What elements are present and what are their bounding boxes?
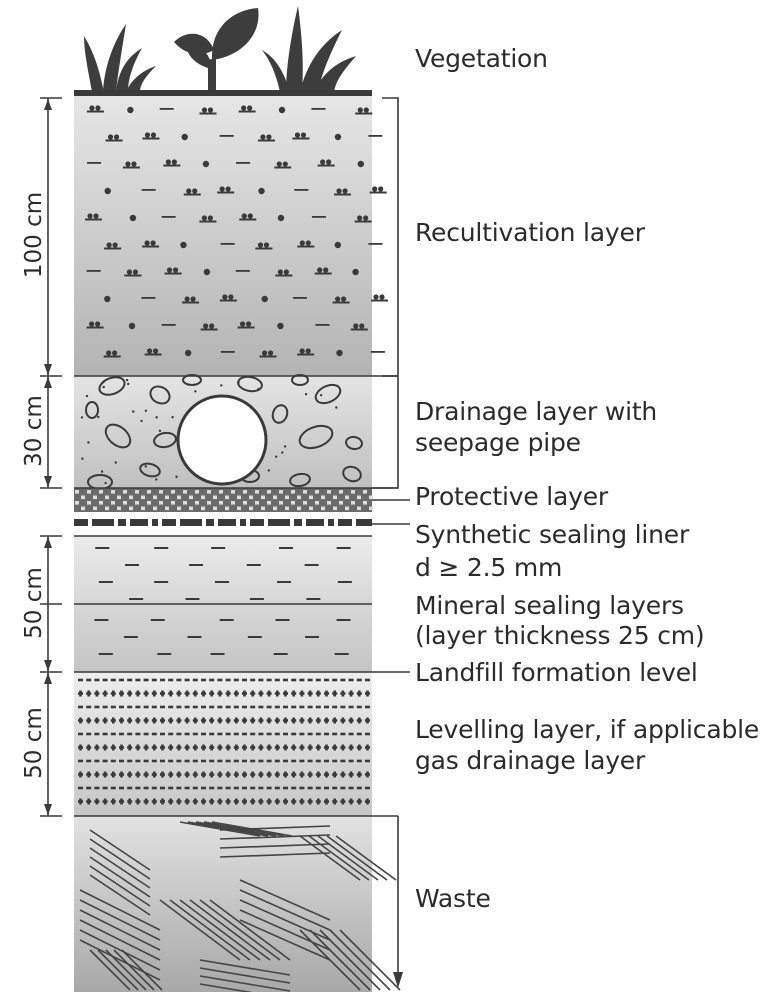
levelling-label-line2: gas drainage layer [415,746,646,775]
drainage-thickness-label: 30 cm [21,395,47,467]
formation-level-label: Landfill formation level [415,658,698,687]
levelling-layer-texture [78,678,370,805]
levelling-thickness-label: 50 cm [21,707,47,779]
protective-layer-texture [75,490,373,511]
mineral-label-line1: Mineral sealing layers [415,591,684,620]
label-brackets [372,97,410,988]
recultivation-label: Recultivation layer [415,218,645,247]
dimension-lines [40,97,62,817]
vegetation-label: Vegetation [415,44,548,73]
layer-boundaries [74,375,398,817]
drainage-label-line1: Drainage layer with [415,397,658,426]
waste-texture [79,821,401,992]
protective-label: Protective layer [415,482,608,511]
synthetic-liner-label-line1: Synthetic sealing liner [415,520,690,549]
levelling-label-line1: Levelling layer, if applicable [415,715,760,744]
vegetation-plants [74,6,372,96]
mineral-thickness-label: 50 cm [21,567,47,639]
recultivation-layer [74,96,372,376]
waste-label: Waste [415,884,491,913]
drainage-label-line2: seepage pipe [415,428,581,457]
recultivation-thickness-label: 100 cm [21,191,47,279]
mineral-label-line2: (layer thickness 25 cm) [415,621,705,650]
recultivation-texture [85,105,388,358]
mineral-layer-texture [94,547,352,655]
seepage-pipe [176,394,268,486]
synthetic-liner-label-line2: d ≥ 2.5 mm [415,553,563,582]
levelling-layer [74,672,372,816]
synthetic-sealing-liner [74,519,372,526]
